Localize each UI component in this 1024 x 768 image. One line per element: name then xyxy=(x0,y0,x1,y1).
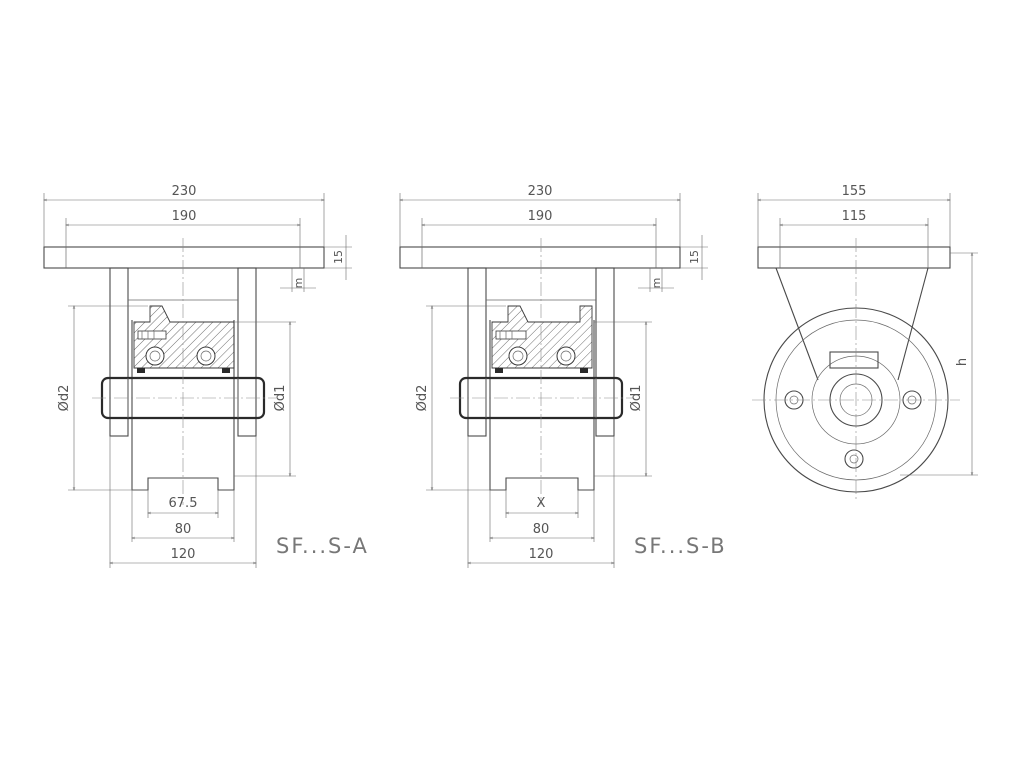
dim-bolt-spacing-b: 190 xyxy=(528,209,553,224)
dim-d1-b: Ød1 xyxy=(629,385,644,412)
front-view-a xyxy=(43,193,352,568)
dim-wheel-width-b: 80 xyxy=(533,522,550,537)
dim-hub-b: X xyxy=(537,496,546,511)
dim-overall-width-side: 155 xyxy=(842,184,867,199)
dim-hub-a: 67.5 xyxy=(169,496,198,511)
dim-height-side: h xyxy=(955,358,970,366)
caption-a: SF...S-A xyxy=(276,534,369,558)
dim-overall-width-b: 230 xyxy=(528,184,553,199)
dim-d2-b: Ød2 xyxy=(415,385,430,412)
dim-bolt-spacing-side: 115 xyxy=(842,209,867,224)
dim-bolt-spacing-a: 190 xyxy=(172,209,197,224)
dim-fork-width-a: 120 xyxy=(171,547,196,562)
caption-b: SF...S-B xyxy=(634,534,727,558)
dim-fork-width-b: 120 xyxy=(529,547,554,562)
front-view-b xyxy=(399,193,708,568)
dim-plate-thickness-a: 15 xyxy=(332,250,345,264)
dim-d2-a: Ød2 xyxy=(57,385,72,412)
dim-wheel-width-a: 80 xyxy=(175,522,192,537)
side-view xyxy=(752,193,978,500)
dim-d1-a: Ød1 xyxy=(273,385,288,412)
dim-m-a: m xyxy=(292,278,305,289)
dim-m-b: m xyxy=(650,278,663,289)
dim-plate-thickness-b: 15 xyxy=(688,250,701,264)
dim-overall-width-a: 230 xyxy=(172,184,197,199)
